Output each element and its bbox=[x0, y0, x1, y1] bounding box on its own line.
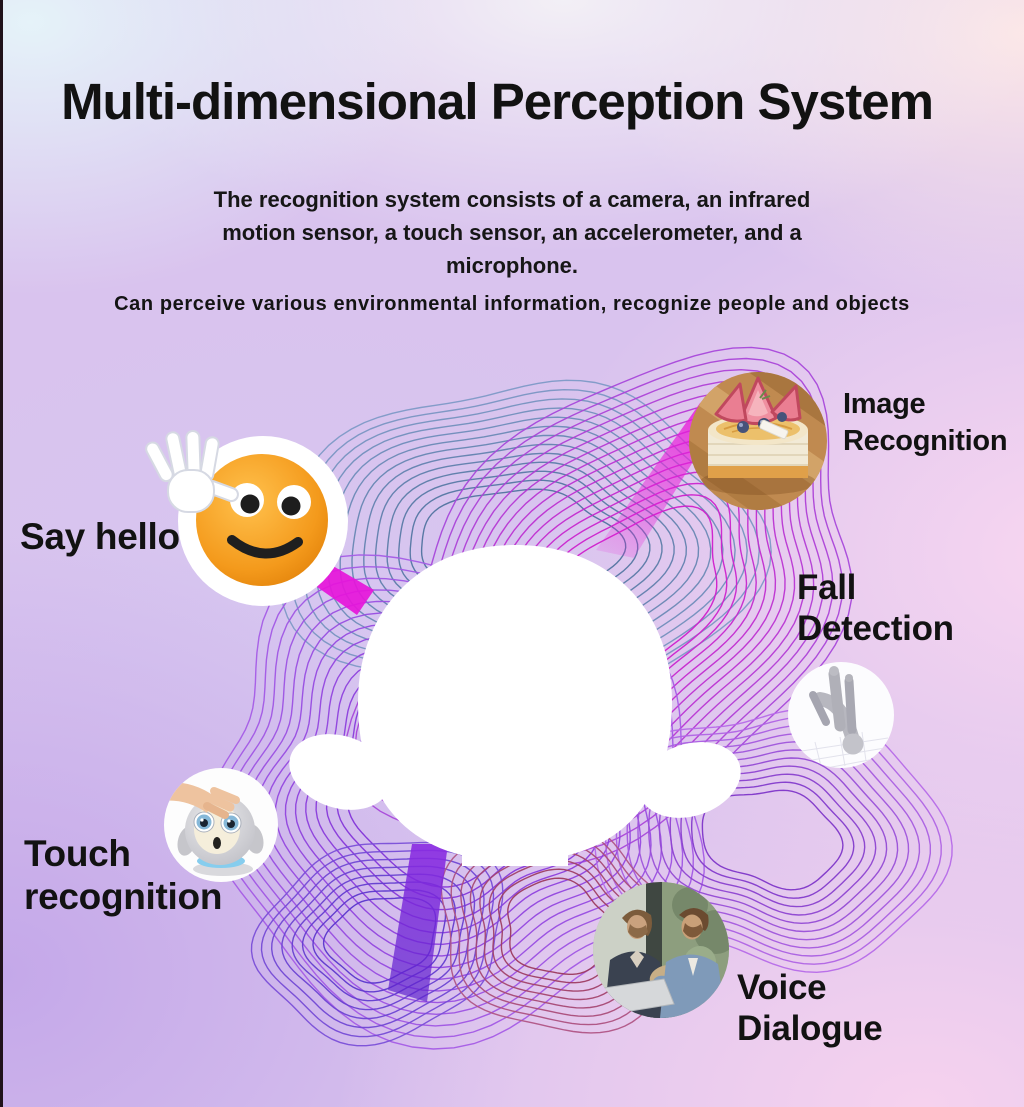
feature-label-voice-dialogue: Voice Dialogue bbox=[737, 968, 883, 1048]
falling-figure-icon bbox=[788, 662, 894, 768]
falling-mannequin bbox=[809, 666, 864, 755]
page-title: Multi-dimensional Perception System bbox=[61, 73, 934, 130]
cake-photo bbox=[689, 372, 827, 510]
waving-emoji-icon bbox=[145, 429, 348, 606]
left-edge-artifact bbox=[0, 0, 3, 1107]
touch-robot-photo bbox=[164, 768, 278, 882]
people-talking-photo bbox=[593, 882, 729, 1018]
chocolate-tag bbox=[759, 419, 789, 440]
feature-label-fall-detection: Fall Detection bbox=[797, 568, 954, 648]
tagline: Can perceive various environmental infor… bbox=[114, 293, 910, 315]
subtitle: The recognition system consists of a cam… bbox=[213, 187, 811, 278]
emoji-smile bbox=[227, 535, 303, 559]
feature-label-touch-recognition: Touch recognition bbox=[24, 833, 223, 917]
floor-grid bbox=[794, 731, 889, 768]
cake bbox=[708, 415, 808, 478]
emoji-eyes bbox=[230, 483, 311, 519]
waving-hand bbox=[145, 429, 239, 513]
feature-label-image-recognition: Image Recognition bbox=[843, 388, 1008, 457]
fig-slices bbox=[714, 376, 802, 425]
feature-label-say-hello: Say hello bbox=[20, 516, 180, 557]
robot-silhouette bbox=[289, 545, 741, 866]
garnish bbox=[759, 389, 771, 400]
